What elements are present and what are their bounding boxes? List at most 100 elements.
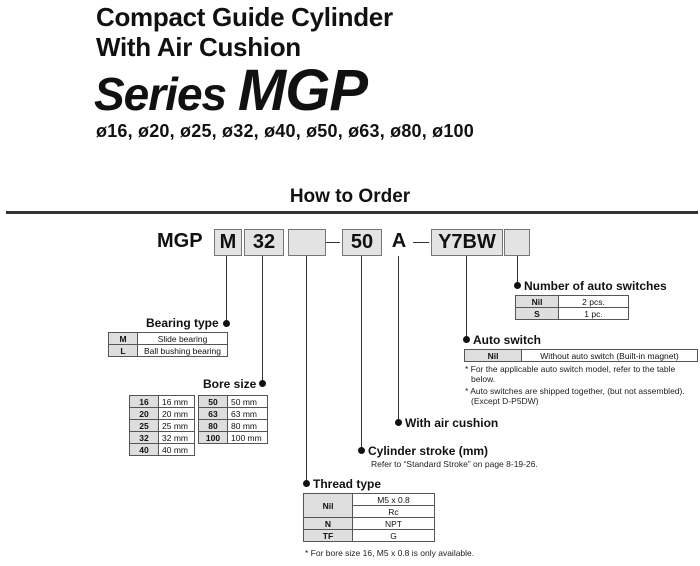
leader-dot [303, 480, 310, 487]
code-prefix: MGP [157, 230, 203, 252]
table-key: 16 [129, 395, 159, 408]
table-key: N [303, 517, 353, 530]
leader-dot [463, 336, 470, 343]
leader-air-cushion [398, 256, 399, 423]
table-key: L [108, 344, 138, 357]
table-key: TF [303, 529, 353, 542]
table-value: 20 mm [158, 407, 195, 420]
table-key: 80 [198, 419, 228, 432]
bearing-type-label: Bearing type [146, 316, 219, 330]
auto-switch-label: Auto switch [473, 333, 541, 347]
how-to-order-heading: How to Order [289, 186, 411, 207]
leader-num-switch [517, 256, 518, 286]
leader-dot [223, 320, 230, 327]
bore-size-label: Bore size [203, 377, 257, 391]
title-line-1: Compact Guide Cylinder [96, 2, 393, 32]
code-cushion: A [391, 230, 407, 252]
table-key: 63 [198, 407, 228, 420]
table-key: 32 [129, 431, 159, 444]
code-bearing-box: M [214, 229, 242, 256]
leader-auto-switch [466, 256, 467, 340]
thread-type-label: Thread type [313, 477, 382, 491]
auto-switch-note-1b: below. [471, 374, 496, 384]
table-value: 16 mm [158, 395, 195, 408]
num-switches-label: Number of auto switches [524, 279, 667, 293]
heading-divider [6, 211, 698, 214]
table-key: M [108, 332, 138, 345]
table-value: Ball bushing bearing [137, 344, 228, 357]
series-name: MGP [237, 58, 368, 123]
table-key: 40 [129, 443, 159, 456]
table-value: M5 x 0.8 [352, 493, 435, 506]
table-value: 50 mm [227, 395, 268, 408]
code-stroke-box: 50 [342, 229, 382, 256]
series-prefix: Series [94, 68, 238, 120]
cylinder-stroke-label: Cylinder stroke (mm) [368, 444, 489, 458]
table-value: 25 mm [158, 419, 195, 432]
cylinder-stroke-note: Refer to “Standard Stroke” on page 8-19-… [371, 459, 538, 469]
code-thread-box [288, 229, 326, 256]
thread-type-note: * For bore size 16, M5 x 0.8 is only ava… [305, 548, 475, 558]
table-key: Nil [515, 295, 559, 308]
code-switch-box: Y7BW [431, 229, 503, 256]
auto-switch-note-2b: (Except D-P5DW) [471, 396, 539, 406]
leader-dot [358, 447, 365, 454]
table-value: G [352, 529, 435, 542]
table-key: S [515, 307, 559, 320]
table-key: Nil [303, 493, 353, 518]
leader-thread [306, 256, 307, 484]
leader-dot [395, 419, 402, 426]
title-line-2: With Air Cushion [96, 32, 301, 62]
bore-size-list: ø16, ø20, ø25, ø32, ø40, ø50, ø63, ø80, … [96, 121, 474, 141]
table-key: 100 [198, 431, 228, 444]
leader-dot [259, 380, 266, 387]
table-value: 80 mm [227, 419, 268, 432]
table-value: 32 mm [158, 431, 195, 444]
table-value: 2 pcs. [558, 295, 629, 308]
table-value: Slide bearing [137, 332, 228, 345]
leader-stroke [361, 256, 362, 451]
code-dash-2 [413, 242, 429, 243]
table-key: 20 [129, 407, 159, 420]
table-value: 100 mm [227, 431, 268, 444]
code-bore-box: 32 [244, 229, 284, 256]
table-key: 25 [129, 419, 159, 432]
leader-dot [514, 282, 521, 289]
table-value: 40 mm [158, 443, 195, 456]
leader-bore [262, 256, 263, 384]
series-title: Series MGP [94, 62, 368, 120]
leader-bearing [226, 256, 227, 324]
table-key: 50 [198, 395, 228, 408]
table-value: 63 mm [227, 407, 268, 420]
table-key: Nil [464, 349, 522, 362]
table-value: NPT [352, 517, 435, 530]
table-value: Rc [352, 505, 435, 518]
code-num-switch-box [504, 229, 530, 256]
air-cushion-label: With air cushion [405, 416, 499, 430]
auto-switch-note-1a: * For the applicable auto switch model, … [465, 364, 676, 374]
auto-switch-note-2a: * Auto switches are shipped together, (b… [465, 386, 685, 396]
